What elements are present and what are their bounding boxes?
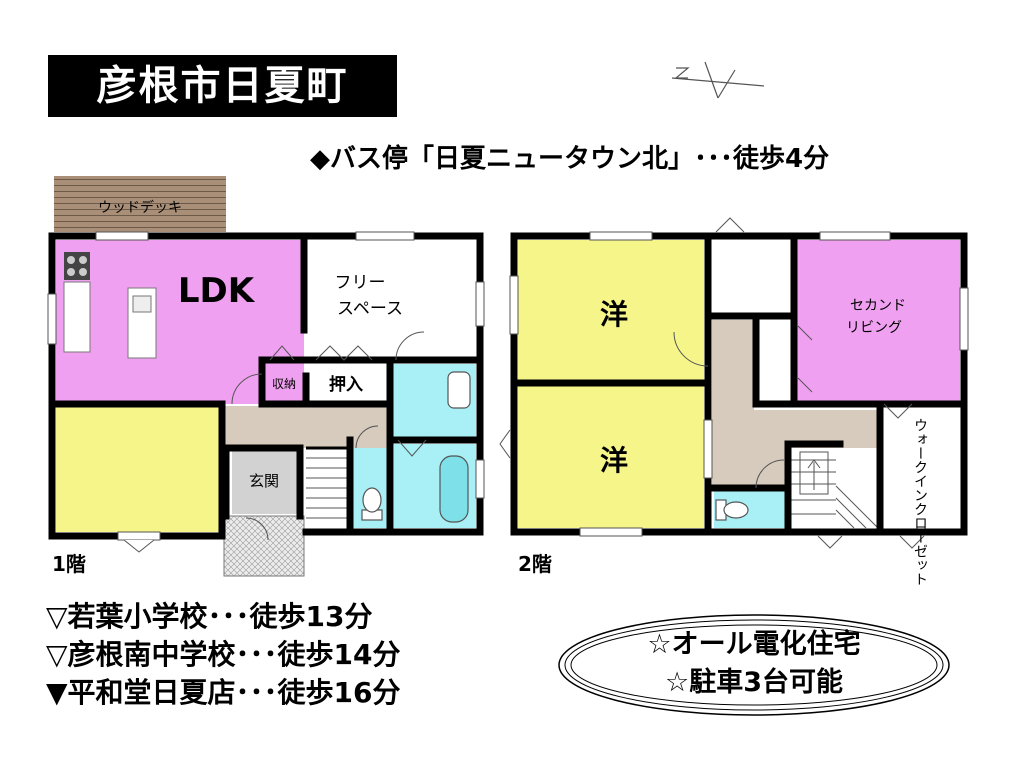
features-badge: ☆オール電化住宅 ☆駐車3台可能 (555, 612, 953, 718)
wood-deck (54, 176, 226, 232)
western-room-2f-lower-label: 洋 (600, 444, 628, 477)
walls-2f (510, 232, 968, 536)
wash-basin-icon (447, 371, 471, 409)
floor1-label: 1階 (52, 552, 86, 576)
stove-icon (64, 252, 90, 280)
floor2-label: 2階 (518, 552, 552, 576)
entrance-room (232, 450, 298, 514)
closet-label: 押入 (329, 374, 363, 395)
windows-1f (47, 231, 485, 541)
second-living-room (796, 240, 960, 404)
free-space-label-2: スペース (337, 299, 403, 319)
entrance-label: 玄関 (249, 472, 279, 490)
walkin-closet-label: ウォークインクローゼット (912, 418, 928, 586)
second-living-label-1: セカンド (850, 298, 906, 314)
wood-deck-label: ウッドデッキ (98, 199, 182, 216)
free-space-label-1: フリー (335, 273, 386, 293)
sink-icon (132, 295, 152, 313)
facility-elementary-school: ▽若葉小学校･･･徒歩13分 (46, 600, 373, 633)
feature-all-electric: ☆オール電化住宅 (647, 629, 861, 660)
western-room-2f-lower (518, 386, 704, 528)
porch (223, 515, 305, 577)
western-room-2f-upper (518, 240, 704, 380)
stairs-2f (790, 448, 878, 530)
storage-2f (712, 240, 792, 312)
storage-label: 収納 (272, 377, 296, 391)
compass-icon (671, 61, 765, 99)
page-title: 彦根市日夏町 (48, 55, 397, 117)
walkin-closet-room (882, 410, 960, 528)
ldk-room (56, 240, 304, 404)
feature-parking: ☆駐車3台可能 (665, 667, 843, 698)
bathtub-icon (439, 455, 469, 523)
western-room-1f (56, 406, 220, 532)
bus-stop-info: ◆バス停「日夏ニュータウン北」･･･徒歩4分 (310, 144, 830, 174)
nearby-facilities: ▽若葉小学校･･･徒歩13分 ▽彦根南中学校･･･徒歩14分 ▼平和堂日夏店･･… (46, 598, 401, 712)
kitchen-counter (63, 281, 91, 353)
toilet-icon (361, 487, 383, 521)
toilet-2f-icon (715, 499, 749, 521)
second-living-label-2: リビング (846, 320, 902, 336)
ldk-label: LDK (178, 271, 256, 311)
facility-junior-high-school: ▽彦根南中学校･･･徒歩14分 (46, 638, 401, 671)
free-space-room (306, 240, 476, 350)
windows-2f (509, 231, 969, 537)
facility-supermarket: ▼平和堂日夏店･･･徒歩16分 (46, 676, 401, 709)
hall-1f (224, 406, 390, 448)
western-room-2f-upper-label: 洋 (600, 298, 628, 331)
